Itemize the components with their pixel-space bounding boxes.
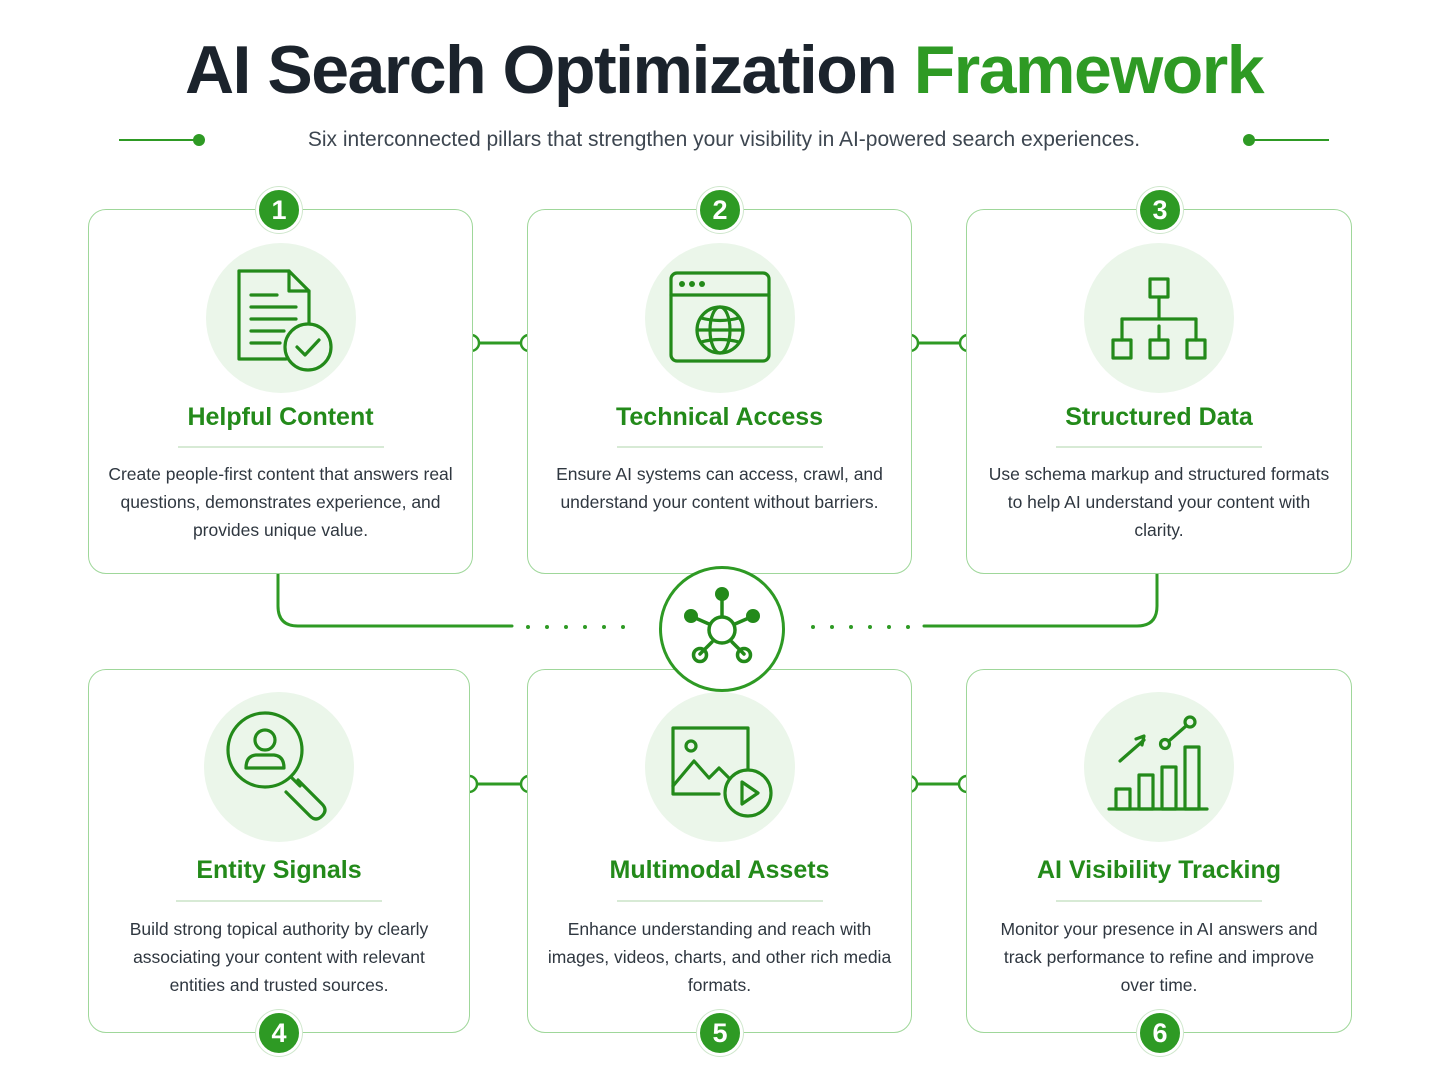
pillar-number-badge: 4 <box>256 1010 302 1056</box>
pillar-title: Technical Access <box>615 403 824 431</box>
pillar-card-technical-access: Technical Access Ensure AI systems can a… <box>527 209 912 574</box>
growth-chart-icon <box>1084 692 1234 842</box>
subtitle-right-line <box>1250 139 1329 141</box>
pillar-card-multimodal-assets: Multimodal Assets Enhance understanding … <box>527 669 912 1033</box>
pillar-number-badge: 5 <box>697 1010 743 1056</box>
pillar-number-badge: 6 <box>1137 1010 1183 1056</box>
subtitle-left-dot <box>193 134 205 146</box>
title-accent: Framework <box>913 32 1265 108</box>
pillar-number-badge: 3 <box>1137 187 1183 233</box>
hierarchy-icon <box>1084 243 1234 393</box>
browser-globe-icon <box>644 243 795 393</box>
pillar-number-badge: 1 <box>256 187 302 233</box>
pillar-description: Monitor your presence in AI answers and … <box>1000 919 1318 995</box>
pillar-description: Enhance understanding and reach with ima… <box>547 919 892 995</box>
central-hub <box>659 566 785 692</box>
title-divider <box>616 446 823 448</box>
pillar-title: Multimodal Assets <box>609 856 830 884</box>
bracket-left <box>276 572 514 628</box>
document-check-icon <box>205 243 356 393</box>
pillar-title: Structured Data <box>1065 403 1253 431</box>
title-divider <box>1056 446 1262 448</box>
network-hub-icon <box>684 587 760 664</box>
pillar-description: Use schema markup and structured formats… <box>988 464 1330 540</box>
pillar-description: Create people-first content that answers… <box>108 464 453 540</box>
page-title: AI Search Optimization Framework <box>0 28 1448 112</box>
pillar-card-helpful-content: Helpful Content Create people-first cont… <box>88 209 473 574</box>
title-divider <box>176 900 382 902</box>
pillar-number-badge: 2 <box>697 187 743 233</box>
dotted-leaders <box>526 625 910 629</box>
pillar-title: Helpful Content <box>187 403 374 431</box>
title-divider <box>616 900 823 902</box>
pillar-title: AI Visibility Tracking <box>1036 856 1282 884</box>
subtitle-left-line <box>119 139 201 141</box>
bracket-right <box>922 572 1159 628</box>
pillar-title: Entity Signals <box>196 856 362 884</box>
pillar-card-ai-visibility-tracking: AI Visibility Tracking Monitor your pres… <box>966 669 1352 1033</box>
subtitle-right-dot <box>1243 134 1255 146</box>
title-divider <box>1056 900 1262 902</box>
pillar-card-structured-data: Structured Data Use schema markup and st… <box>966 209 1352 574</box>
subtitle-row: Six interconnected pillars that strength… <box>0 124 1448 156</box>
image-video-icon <box>644 692 795 842</box>
user-search-icon <box>204 692 354 842</box>
subtitle: Six interconnected pillars that strength… <box>307 128 1141 151</box>
pillar-description: Ensure AI systems can access, crawl, and… <box>556 464 883 512</box>
title-divider <box>177 446 384 448</box>
title-main: AI Search Optimization <box>184 32 898 108</box>
pillar-card-entity-signals: Entity Signals Build strong topical auth… <box>88 669 470 1033</box>
pillar-description: Build strong topical authority by clearl… <box>129 919 429 995</box>
